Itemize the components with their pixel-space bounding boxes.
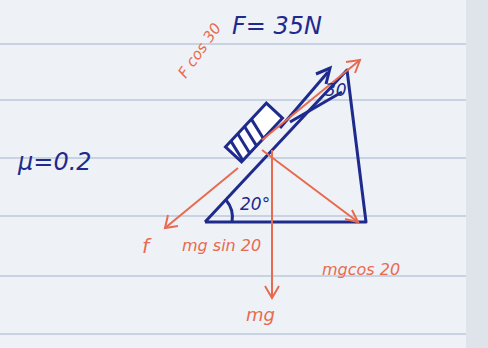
friction-label: f xyxy=(142,236,149,256)
angle-label: 30 xyxy=(325,82,347,99)
weight-label: mg xyxy=(246,306,275,324)
angle-label: 20° xyxy=(240,196,270,213)
weight-component: mgcos 20 xyxy=(322,262,400,278)
weight-component: mg sin 20 xyxy=(182,238,261,254)
force-label: F= 35N xyxy=(232,14,322,38)
friction-coefficient: μ=0.2 xyxy=(18,150,92,174)
